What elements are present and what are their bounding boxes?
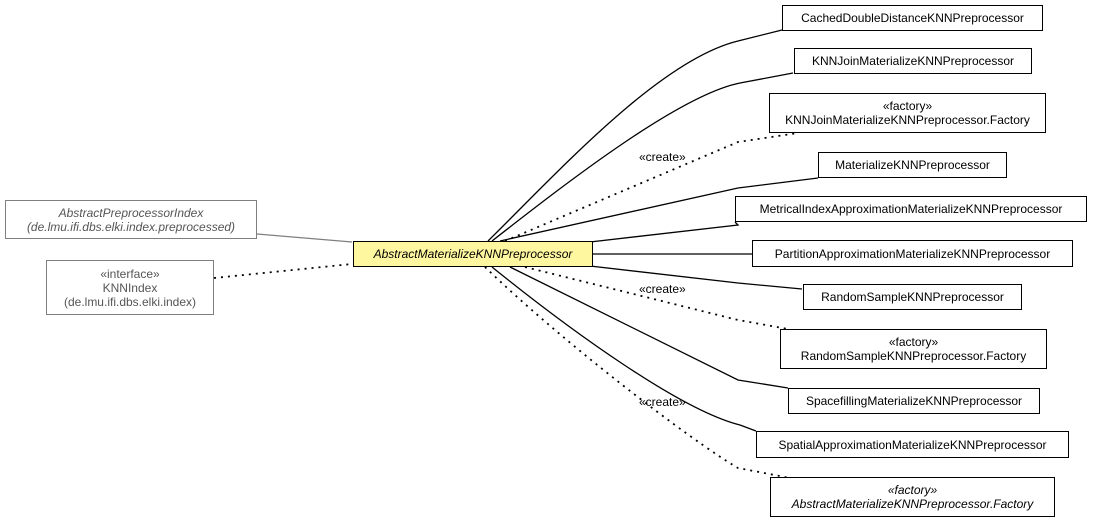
edge-child-spacefilling <box>509 266 789 389</box>
class-knn-join-materialize-knn-preprocessor-factory[interactable]: «factory» KNNJoinMaterializeKNNPreproces… <box>769 93 1046 133</box>
class-random-sample-knn-preprocessor[interactable]: RandomSampleKNNPreprocessor <box>803 284 1022 310</box>
class-spatial-approximation-materialize-knn-preprocessor[interactable]: SpatialApproximationMaterializeKNNPrepro… <box>756 431 1069 458</box>
class-stereotype: «factory» <box>888 335 939 349</box>
class-metrical-index-approximation-materialize-knn-preprocessor[interactable]: MetricalIndexApproximationMaterializeKNN… <box>735 196 1087 222</box>
edge-child-cached <box>487 29 783 242</box>
class-name: PartitionApproximationMaterializeKNNPrep… <box>774 246 1051 261</box>
edge-child-knnjoin <box>491 72 794 242</box>
edge-create-randomsample-factory <box>524 266 789 330</box>
edge-create-knnjoin-factory <box>504 132 799 242</box>
class-name: KNNJoinMaterializeKNNPreprocessor.Factor… <box>785 113 1030 127</box>
class-name: KNNJoinMaterializeKNNPreprocessor <box>811 54 1015 68</box>
edge-create-abstract-factory <box>484 266 791 479</box>
edge-child-materialize <box>499 177 819 242</box>
class-name: MetricalIndexApproximationMaterializeKNN… <box>759 202 1063 216</box>
class-spacefilling-materialize-knn-preprocessor[interactable]: SpacefillingMaterializeKNNPreprocessor <box>788 388 1040 414</box>
create-label-randomsample-factory: «create» <box>639 282 686 296</box>
edge-child-spatial <box>491 266 757 432</box>
class-cached-double-distance-knn-preprocessor[interactable]: CachedDoubleDistanceKNNPreprocessor <box>782 5 1043 31</box>
class-name: CachedDoubleDistanceKNNPreprocessor <box>801 11 1024 25</box>
class-name: MaterializeKNNPreprocessor <box>835 158 990 172</box>
create-label-knnjoin-factory: «create» <box>639 150 686 164</box>
class-name: AbstractMaterializeKNNPreprocessor <box>373 247 573 261</box>
class-name: SpacefillingMaterializeKNNPreprocessor <box>805 394 1023 408</box>
class-name: SpatialApproximationMaterializeKNNPrepro… <box>778 437 1047 452</box>
class-knn-join-materialize-knn-preprocessor[interactable]: KNNJoinMaterializeKNNPreprocessor <box>794 48 1032 74</box>
edge-child-randomsample <box>589 265 803 290</box>
class-materialize-knn-preprocessor[interactable]: MaterializeKNNPreprocessor <box>818 152 1007 178</box>
class-stereotype: «factory» <box>887 483 938 497</box>
create-label-abstract-factory: «create» <box>639 395 686 409</box>
edge-child-metrical <box>589 221 740 243</box>
class-abstract-preprocessor-index[interactable]: AbstractPreprocessorIndex (de.lmu.ifi.db… <box>5 200 257 239</box>
class-name: RandomSampleKNNPreprocessor <box>821 290 1004 304</box>
class-package: (de.lmu.ifi.dbs.elki.index.preprocessed) <box>26 219 236 234</box>
edge-extends-abstract-preprocessor-index <box>256 233 353 243</box>
class-name: RandomSampleKNNPreprocessor.Factory <box>800 349 1027 363</box>
edge-implements-knn-index <box>213 263 353 279</box>
class-random-sample-knn-preprocessor-factory[interactable]: «factory» RandomSampleKNNPreprocessor.Fa… <box>780 329 1047 369</box>
class-abstract-materialize-knn-preprocessor[interactable]: AbstractMaterializeKNNPreprocessor <box>353 241 593 267</box>
interface-knn-index[interactable]: «interface» KNNIndex (de.lmu.ifi.dbs.elk… <box>46 260 214 315</box>
class-stereotype: «interface» <box>100 266 160 281</box>
class-partition-approximation-materialize-knn-preprocessor[interactable]: PartitionApproximationMaterializeKNNPrep… <box>752 240 1073 267</box>
class-package: (de.lmu.ifi.dbs.elki.index) <box>63 294 197 309</box>
class-stereotype: «factory» <box>882 99 933 113</box>
class-name: KNNIndex <box>102 280 158 295</box>
class-name: AbstractPreprocessorIndex <box>58 205 204 220</box>
class-abstract-materialize-knn-preprocessor-factory[interactable]: «factory» AbstractMaterializeKNNPreproce… <box>770 477 1055 517</box>
class-name: AbstractMaterializeKNNPreprocessor.Facto… <box>791 497 1034 511</box>
